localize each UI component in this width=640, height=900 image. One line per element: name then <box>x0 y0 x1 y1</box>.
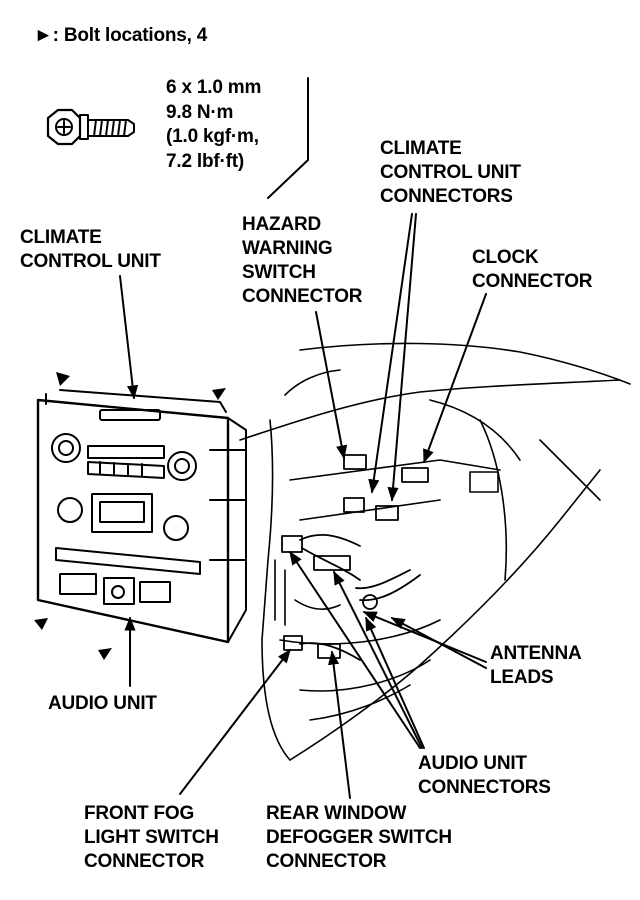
leader-clock <box>423 293 487 464</box>
bolt-spec-line: (1.0 kgf·m, <box>166 126 259 147</box>
label-line: CONNECTOR <box>242 286 363 307</box>
label-line: CONTROL UNIT <box>20 251 161 272</box>
bolt-symbol: ► <box>34 25 53 46</box>
bolt-spec-line: 7.2 lbf·ft) <box>166 150 245 172</box>
label-antenna-leads: ANTENNA LEADS <box>490 642 582 690</box>
label-line: CONTROL UNIT <box>380 162 521 183</box>
label-line: WARNING <box>242 238 333 259</box>
label-line: AUDIO UNIT <box>418 753 527 774</box>
label-audio-unit-connectors: AUDIO UNIT CONNECTORS <box>418 752 551 800</box>
audio-connector-a <box>313 555 351 571</box>
bolt-marker-2 <box>212 388 226 400</box>
antenna-lead-1 <box>355 569 411 590</box>
label-line: FRONT FOG <box>84 803 195 824</box>
label-line: ANTENNA <box>490 643 582 664</box>
label-climate-control-unit-connectors: CLIMATE CONTROL UNIT CONNECTORS <box>380 137 521 209</box>
leader-audio-connectors-c <box>365 616 425 749</box>
label-audio-unit: AUDIO UNIT <box>48 692 157 716</box>
fog-connector-body <box>281 535 303 553</box>
antenna-plug <box>362 594 378 610</box>
leader-fog <box>179 648 291 795</box>
label-clock-connector: CLOCK CONNECTOR <box>472 246 593 294</box>
label-line: LEADS <box>490 667 554 688</box>
dashboard-outline <box>239 342 631 761</box>
leader-climate-unit <box>119 275 139 400</box>
leader-audio-connectors-b <box>333 570 423 749</box>
leader-antenna-a <box>362 611 487 663</box>
label-rear-window-defogger-switch-connector: REAR WINDOW DEFOGGER SWITCH CONNECTOR <box>266 802 452 874</box>
leader-audio-connectors-a <box>289 550 421 749</box>
bolt-legend: ►: Bolt locations, 4 <box>34 24 207 48</box>
label-line: CONNECTOR <box>266 851 387 872</box>
label-hazard-warning-switch-connector: HAZARD WARNING SWITCH CONNECTOR <box>242 213 363 309</box>
bolt-icon <box>46 108 135 146</box>
label-line: HAZARD <box>242 214 322 235</box>
climate-audio-panel <box>36 389 247 644</box>
leader-lines <box>119 213 487 799</box>
bolt-marker-3 <box>34 618 48 630</box>
label-line: CLOCK <box>472 247 539 268</box>
climate-connector-b <box>375 505 399 521</box>
label-line: SWITCH <box>242 262 316 283</box>
label-line: CLIMATE <box>380 138 462 159</box>
label-line: CONNECTOR <box>472 271 593 292</box>
clock-connector-body <box>401 467 429 483</box>
bolt-marker-4 <box>98 648 112 660</box>
leader-climate-connectors-a <box>368 213 413 494</box>
spec-box-bracket <box>267 77 309 199</box>
bolt-spec-line: 6 x 1.0 mm <box>166 77 262 98</box>
antenna-lead-2 <box>359 574 421 602</box>
leader-climate-connectors-b <box>387 213 417 502</box>
leader-antenna-b <box>390 617 487 669</box>
label-line: CONNECTOR <box>84 851 205 872</box>
leader-defogger <box>327 650 351 799</box>
label-climate-control-unit: CLIMATE CONTROL UNIT <box>20 226 161 274</box>
bolt-marker-1 <box>56 372 70 386</box>
bolt-legend-text: : Bolt locations, 4 <box>52 25 208 46</box>
climate-connector-a <box>343 497 365 513</box>
label-line: CONNECTORS <box>418 777 551 798</box>
bolt-location-markers <box>34 372 226 660</box>
label-line: AUDIO UNIT <box>48 693 157 714</box>
label-front-fog-light-switch-connector: FRONT FOG LIGHT SWITCH CONNECTOR <box>84 802 219 874</box>
label-line: LIGHT SWITCH <box>84 827 219 848</box>
label-line: DEFOGGER SWITCH <box>266 827 452 848</box>
leader-hazard <box>315 311 348 460</box>
bolt-spec-line: 9.8 N·m <box>166 101 234 123</box>
hazard-connector-body <box>343 454 367 470</box>
label-line: CLIMATE <box>20 227 102 248</box>
label-line: CONNECTORS <box>380 186 513 207</box>
bolt-spec: 6 x 1.0 mm 9.8 N·m (1.0 kgf·m, 7.2 lbf·f… <box>166 76 261 174</box>
label-line: REAR WINDOW <box>266 803 407 824</box>
